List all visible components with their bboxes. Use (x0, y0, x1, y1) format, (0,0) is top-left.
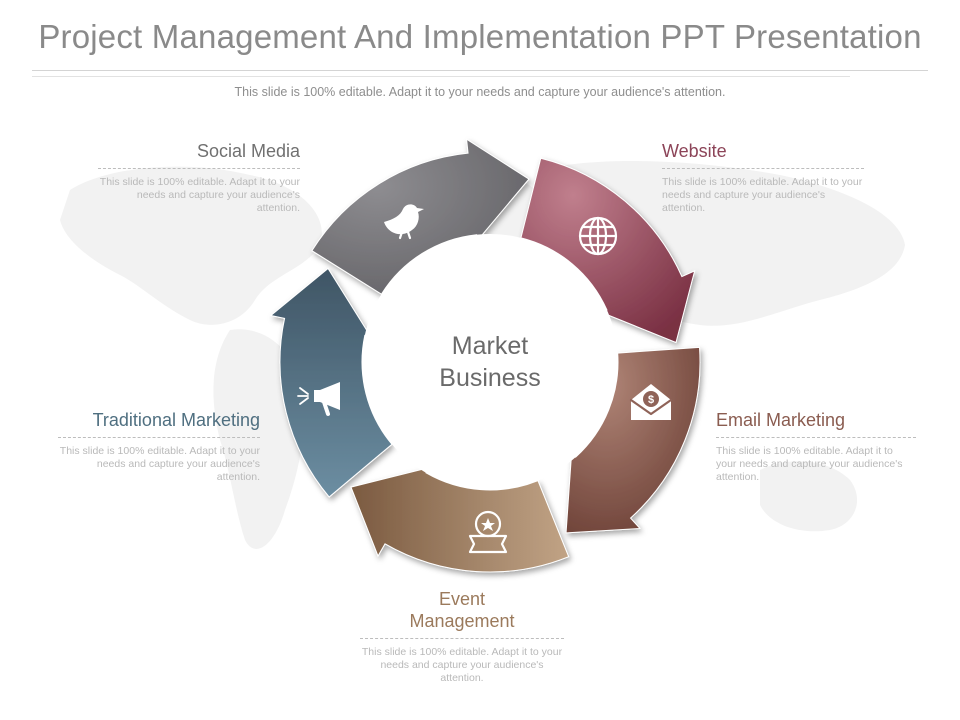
label-traditional-marketing: Traditional Marketing This slide is 100%… (58, 409, 260, 484)
label-event-management-line1: Event (438, 589, 486, 609)
megaphone-icon (297, 382, 340, 416)
label-email-marketing: Email Marketing This slide is 100% edita… (716, 409, 916, 484)
slide-title: Project Management And Implementation PP… (38, 18, 922, 55)
label-social-media-desc: This slide is 100% editable. Adapt it to… (99, 176, 300, 214)
center-label: Market Business (410, 330, 570, 394)
slide-subtitle: This slide is 100% editable. Adapt it to… (234, 85, 726, 99)
label-social-media-title: Social Media (196, 141, 300, 161)
center-hub (362, 234, 618, 490)
label-website: Website This slide is 100% editable. Ada… (662, 140, 864, 215)
label-email-marketing-title: Email Marketing (716, 410, 846, 430)
label-email-marketing-divider (716, 437, 916, 438)
globe-icon (578, 216, 618, 256)
title-divider (32, 70, 928, 71)
label-event-management-divider (360, 638, 564, 639)
bird-icon (384, 204, 424, 240)
label-website-divider (662, 168, 864, 169)
title-divider-secondary (32, 76, 850, 77)
dollar-envelope-icon: $ (629, 384, 673, 420)
label-email-marketing-desc: This slide is 100% editable. Adapt it to… (716, 445, 903, 483)
svg-text:$: $ (648, 394, 654, 406)
label-event-management-title: Event Management (360, 588, 564, 632)
label-event-management-line2: Management (409, 611, 515, 631)
label-traditional-marketing-title: Traditional Marketing (92, 410, 260, 430)
center-label-line1: Market (451, 332, 529, 360)
award-ribbon-icon (468, 510, 508, 554)
label-social-media: Social Media This slide is 100% editable… (98, 140, 300, 215)
label-social-media-divider (98, 168, 300, 169)
label-website-desc: This slide is 100% editable. Adapt it to… (662, 176, 863, 214)
label-traditional-marketing-divider (58, 437, 260, 438)
label-website-title: Website (662, 141, 727, 161)
label-event-management-desc: This slide is 100% editable. Adapt it to… (361, 646, 563, 684)
label-event-management: Event Management This slide is 100% edit… (360, 588, 564, 685)
center-label-line2: Business (439, 364, 541, 392)
label-traditional-marketing-desc: This slide is 100% editable. Adapt it to… (59, 445, 260, 483)
